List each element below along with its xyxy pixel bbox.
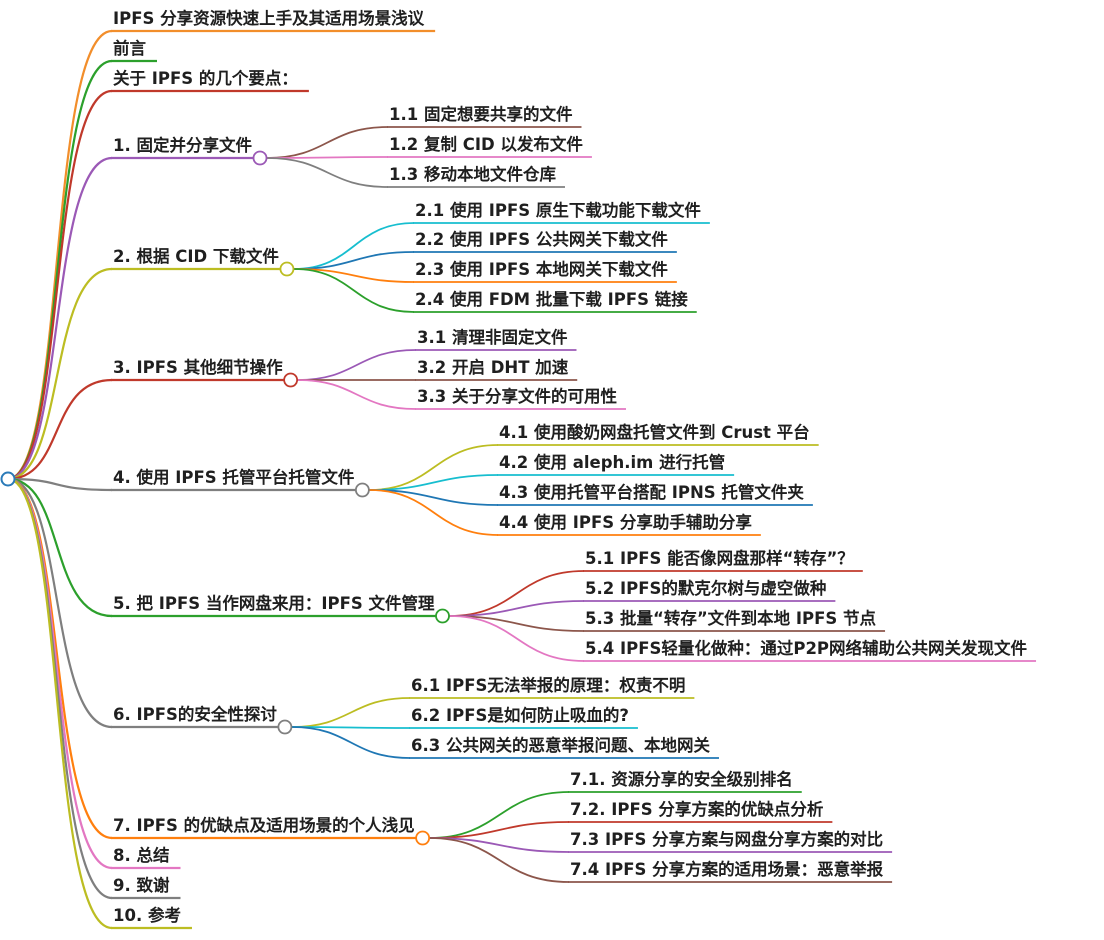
leaf-link-10-4 — [429, 837, 570, 883]
leaf-link-9-2 — [291, 726, 411, 729]
leaf-link-10-1 — [429, 791, 570, 839]
leaf-label-7-2[interactable]: 4.2 使用 aleph.im 进行托管 — [499, 452, 725, 472]
leaf-label-9-2[interactable]: 6.2 IPFS是如何防止吸血的? — [411, 705, 629, 725]
leaf-label-8-2[interactable]: 5.2 IPFS的默克尔树与虚空做种 — [585, 578, 826, 598]
leaf-label-10-3[interactable]: 7.3 IPFS 分享方案与网盘分享方案的对比 — [570, 829, 883, 849]
leaf-link-5-4 — [293, 268, 415, 313]
leaf-label-6-3[interactable]: 3.3 关于分享文件的可用性 — [417, 386, 617, 406]
leaf-link-5-1 — [293, 222, 415, 270]
branch-label-7[interactable]: 4. 使用 IPFS 托管平台托管文件 — [113, 467, 355, 487]
leaf-label-6-2[interactable]: 3.2 开启 DHT 加速 — [417, 357, 569, 377]
branch-toggle-4[interactable] — [252, 150, 268, 166]
leaf-link-7-2 — [369, 474, 499, 491]
leaf-link-4-2 — [266, 156, 389, 159]
leaf-label-4-1[interactable]: 1.1 固定想要共享的文件 — [389, 104, 573, 124]
leaf-link-9-3 — [291, 726, 411, 759]
branch-label-3[interactable]: 关于 IPFS 的几个要点： — [113, 68, 298, 88]
leaf-label-10-1[interactable]: 7.1. 资源分享的安全级别排名 — [570, 769, 793, 789]
leaf-link-6-1 — [297, 349, 417, 381]
leaf-link-8-2 — [449, 600, 585, 617]
branch-toggle-8[interactable] — [435, 608, 450, 624]
leaf-link-7-1 — [369, 444, 499, 491]
leaf-label-4-3[interactable]: 1.3 移动本地文件仓库 — [389, 164, 556, 184]
leaf-label-9-1[interactable]: 6.1 IPFS无法举报的原理：权责不明 — [411, 675, 685, 695]
leaf-link-10-2 — [429, 821, 570, 839]
leaf-label-5-2[interactable]: 2.2 使用 IPFS 公共网关下载文件 — [415, 229, 668, 249]
branch-toggle-9[interactable] — [277, 719, 293, 735]
leaf-label-8-3[interactable]: 5.3 批量“转存”文件到本地 IPFS 节点 — [585, 608, 877, 628]
mindmap-links — [7, 29, 1037, 930]
branch-label-6[interactable]: 3. IPFS 其他细节操作 — [113, 357, 283, 377]
leaf-link-9-1 — [291, 697, 411, 728]
root-node[interactable] — [0, 471, 16, 487]
branch-label-1[interactable]: IPFS 分享资源快速上手及其适用场景浅议 — [113, 8, 425, 28]
branch-link-6 — [7, 378, 113, 481]
leaf-label-9-3[interactable]: 6.3 公共网关的恶意举报问题、本地网关 — [411, 735, 710, 755]
branch-label-8[interactable]: 5. 把 IPFS 当作网盘来用：IPFS 文件管理 — [113, 593, 435, 613]
leaf-link-7-3 — [369, 489, 499, 506]
branch-label-9[interactable]: 6. IPFS的安全性探讨 — [113, 704, 277, 724]
branch-link-9 — [7, 477, 113, 729]
leaf-link-8-1 — [449, 570, 585, 617]
branch-link-7 — [7, 477, 113, 492]
leaf-link-5-2 — [293, 251, 415, 270]
leaf-link-10-3 — [429, 837, 570, 853]
leaf-label-10-2[interactable]: 7.2. IPFS 分享方案的优缺点分析 — [570, 799, 824, 819]
branch-label-4[interactable]: 1. 固定并分享文件 — [113, 135, 252, 155]
leaf-label-8-4[interactable]: 5.4 IPFS轻量化做种：通过P2P网络辅助公共网关发现文件 — [585, 638, 1028, 658]
leaf-label-7-3[interactable]: 4.3 使用托管平台搭配 IPNS 托管文件夹 — [499, 482, 804, 502]
branch-label-12[interactable]: 9. 致谢 — [113, 875, 170, 895]
branch-label-13[interactable]: 10. 参考 — [113, 905, 181, 925]
branch-toggle-5[interactable] — [279, 261, 295, 277]
branch-label-5[interactable]: 2. 根据 CID 下载文件 — [113, 246, 279, 266]
leaf-label-7-1[interactable]: 4.1 使用酸奶网盘托管文件到 Crust 平台 — [499, 422, 810, 442]
leaf-link-8-3 — [449, 615, 585, 632]
leaf-link-4-3 — [266, 157, 389, 188]
branch-link-13 — [7, 477, 113, 930]
branch-label-2[interactable]: 前言 — [113, 38, 146, 58]
leaf-link-4-1 — [266, 126, 389, 159]
leaf-label-10-4[interactable]: 7.4 IPFS 分享方案的适用场景：恶意举报 — [570, 859, 884, 879]
branch-link-5 — [7, 267, 113, 481]
branch-link-8 — [7, 477, 113, 618]
leaf-link-7-4 — [369, 489, 499, 536]
branch-toggle-10[interactable] — [415, 830, 431, 846]
leaf-label-5-4[interactable]: 2.4 使用 FDM 批量下载 IPFS 链接 — [415, 289, 688, 309]
leaf-label-4-2[interactable]: 1.2 复制 CID 以发布文件 — [389, 134, 583, 154]
branch-link-3 — [7, 89, 113, 481]
branch-toggle-7[interactable] — [354, 482, 370, 498]
leaf-label-7-4[interactable]: 4.4 使用 IPFS 分享助手辅助分享 — [499, 512, 752, 532]
branch-link-4 — [7, 156, 113, 481]
branch-toggle-6[interactable] — [283, 372, 299, 388]
branch-label-10[interactable]: 7. IPFS 的优缺点及适用场景的个人浅见 — [113, 815, 415, 835]
leaf-label-6-1[interactable]: 3.1 清理非固定文件 — [417, 327, 568, 347]
leaf-label-5-3[interactable]: 2.3 使用 IPFS 本地网关下载文件 — [415, 259, 668, 279]
leaf-label-8-1[interactable]: 5.1 IPFS 能否像网盘那样“转存”？ — [585, 548, 854, 568]
leaf-link-6-3 — [297, 379, 417, 410]
leaf-link-5-3 — [293, 268, 415, 283]
leaf-label-5-1[interactable]: 2.1 使用 IPFS 原生下载功能下载文件 — [415, 200, 701, 220]
branch-link-10 — [7, 477, 113, 840]
branch-label-11[interactable]: 8. 总结 — [113, 845, 170, 865]
leaf-link-8-4 — [449, 615, 585, 662]
